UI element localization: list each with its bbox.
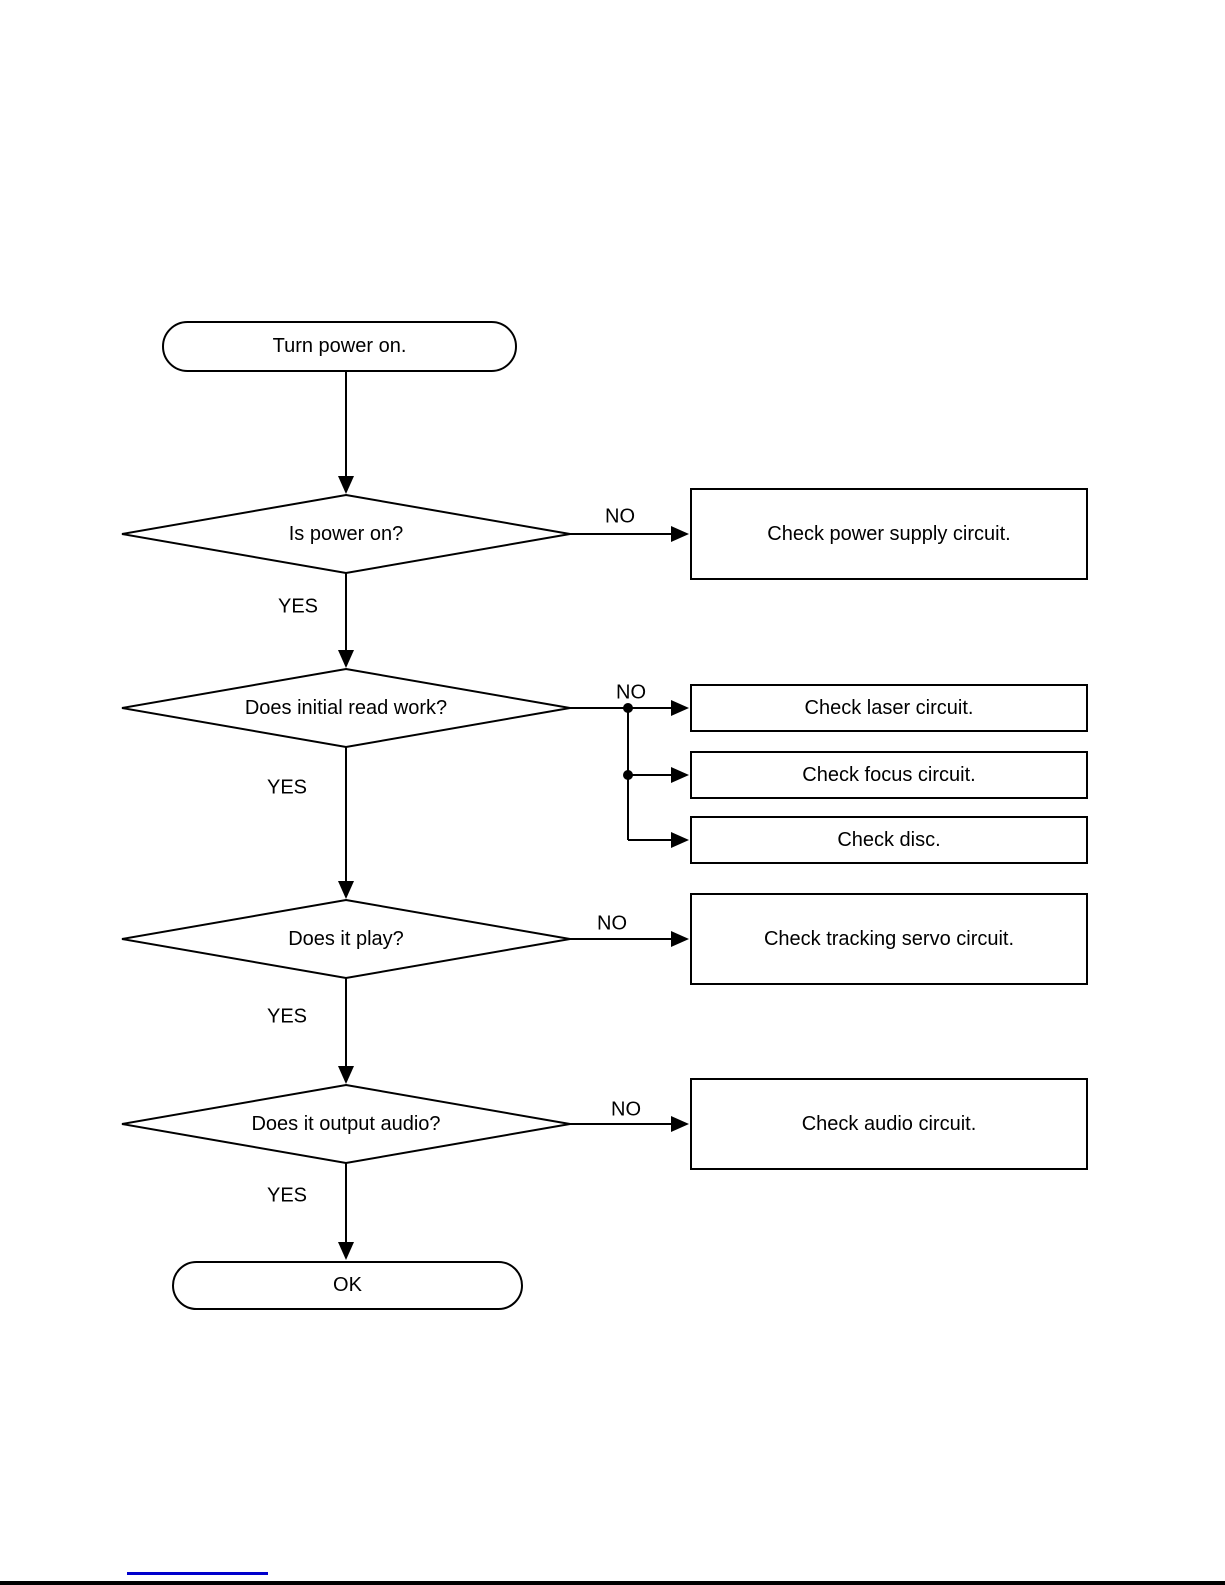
page-bottom-rule: [0, 1581, 1225, 1585]
footer-link-underline[interactable]: [127, 1572, 268, 1575]
action-box-audio: Check audio circuit.: [690, 1078, 1088, 1170]
end-terminal: OK: [172, 1261, 523, 1310]
no-label-read: NO: [616, 681, 646, 704]
arrowhead-right-icon: [671, 700, 689, 716]
no-label-audio: NO: [611, 1098, 641, 1121]
end-label: OK: [333, 1274, 362, 1296]
action-box-tracking-servo: Check tracking servo circuit.: [690, 893, 1088, 985]
yes-label-read: YES: [266, 776, 308, 799]
decision-label-audio: Does it output audio?: [251, 1112, 441, 1135]
no-label-power: NO: [605, 505, 635, 528]
arrowhead-right-icon: [671, 526, 689, 542]
action-box-laser: Check laser circuit.: [690, 684, 1088, 732]
arrowhead-down-icon: [338, 1242, 354, 1260]
arrowhead-right-icon: [671, 767, 689, 783]
yes-label-power: YES: [277, 595, 319, 618]
action-box-focus: Check focus circuit.: [690, 751, 1088, 799]
decision-diamond-audio: [121, 1083, 571, 1165]
arrowhead-right-icon: [671, 1116, 689, 1132]
arrowhead-down-icon: [338, 881, 354, 899]
decision-label-play: Does it play?: [288, 927, 404, 950]
action-box-power-supply: Check power supply circuit.: [690, 488, 1088, 580]
decision-label-power: Is power on?: [288, 522, 404, 545]
arrowhead-right-icon: [671, 832, 689, 848]
arrowhead-down-icon: [338, 476, 354, 494]
decision-label-read: Does initial read work?: [244, 696, 448, 719]
arrowhead-right-icon: [671, 931, 689, 947]
start-terminal: Turn power on.: [162, 321, 517, 372]
start-label: Turn power on.: [272, 335, 407, 357]
arrowhead-down-icon: [338, 1066, 354, 1084]
decision-diamond-read: [121, 667, 571, 749]
decision-diamond-power: [121, 493, 571, 575]
yes-label-audio: YES: [266, 1184, 308, 1207]
junction-dot: [623, 703, 633, 713]
arrowhead-down-icon: [338, 650, 354, 668]
decision-diamond-play: [121, 898, 571, 980]
no-label-play: NO: [597, 912, 627, 935]
action-box-disc: Check disc.: [690, 816, 1088, 864]
yes-label-play: YES: [266, 1005, 308, 1028]
